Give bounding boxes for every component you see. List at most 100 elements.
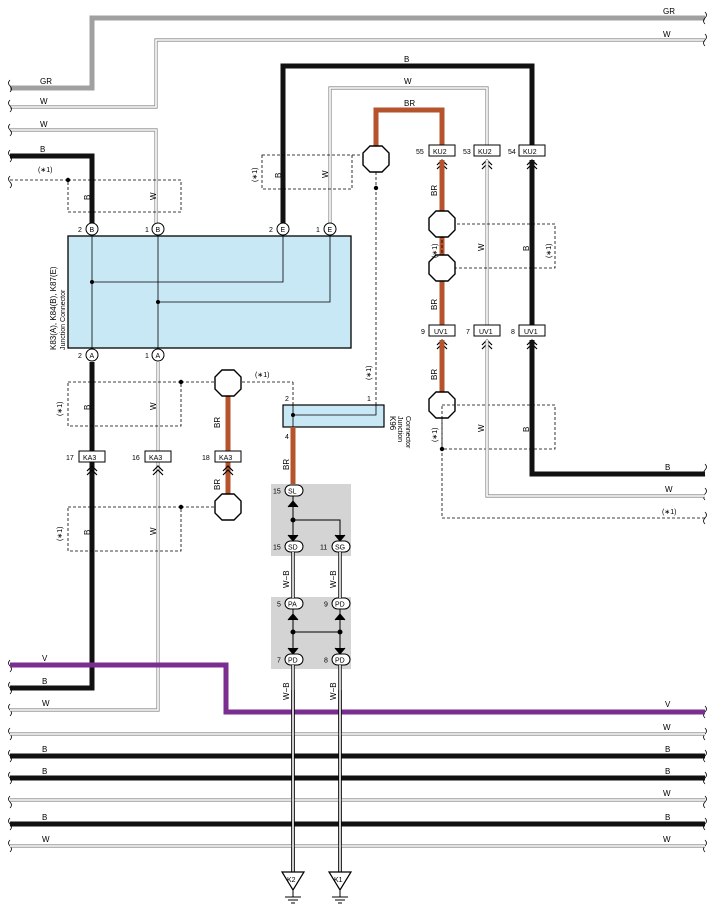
ka3-18-num: 18 [202,455,210,462]
label-br-6: BR [430,369,439,380]
wire-w-uv1-right [485,340,705,498]
label-b-left-2: B [42,677,47,686]
label-br-5: BR [430,299,439,310]
svg-text:B: B [156,227,161,234]
label-b-right-474: B [665,463,670,472]
k96-name: K96 [388,416,397,431]
wire-b-uv1-right [529,340,705,477]
label-star1-i: (∗1) [432,428,439,442]
wire-br-top [373,107,445,148]
shield-box-low-left [67,504,215,552]
label-w-right-top: W [663,30,671,39]
label-br-4: BR [430,185,439,196]
label-b-right-2: B [665,767,670,776]
svg-text:9: 9 [324,602,328,609]
wire-b-jc-down [10,362,95,691]
junction-connector-main [67,228,352,356]
label-w-3: W [149,402,158,410]
ku2-connectors [428,144,546,157]
label-wb-1: W−B [282,570,291,588]
svg-text:PA: PA [288,602,297,609]
shield-box-right-low [439,404,705,519]
svg-text:15: 15 [273,489,281,496]
label-star1-e: (∗1) [255,372,269,379]
label-b-1: B [83,195,92,200]
label-br-1: BR [213,417,222,428]
label-w-left-4: W [42,835,50,844]
ka3-16-code: KA3 [149,455,162,462]
uv1-7-num: 7 [466,329,470,336]
label-v-right: V [665,700,671,709]
svg-text:1: 1 [145,353,149,360]
label-b-4: B [83,530,92,535]
label-gr-right: GR [663,7,675,16]
uv1-9-code: UV1 [434,329,448,336]
ku2-54-num: 54 [508,149,516,156]
wire-w-jc-down [10,362,160,712]
shield-box-top-mid [261,154,362,190]
jc-main-top-pin-2: B 1 [145,222,165,236]
wire-gr-top [10,15,705,91]
label-w-left-2: W [40,120,48,129]
jc-main-sub: Junction Connector [60,289,67,350]
label-b-5: B [522,246,531,251]
svg-text:SG: SG [335,545,345,552]
ku2-55-num: 55 [416,149,424,156]
label-wb-2: W−B [329,570,338,588]
label-star1-h: (∗1) [546,244,553,258]
label-w-1: W [149,192,158,200]
splice-octagon-top [362,145,390,173]
label-w-6: W [477,424,486,432]
wire-w-top-right [328,86,489,228]
ground-block-upper-lines [287,496,346,542]
svg-text:2: 2 [78,227,82,234]
splice-octagon-right-1 [428,210,456,238]
terminal-sg: SG 11 [320,540,351,553]
k96-sub1: Junction [396,416,403,442]
k96-pin-1: 1 [367,396,371,403]
svg-text:1: 1 [145,227,149,234]
svg-text:PD: PD [288,658,298,665]
label-b-left-1: B [40,145,45,154]
label-w-right-2: W [663,789,671,798]
k96-pin-2: 2 [285,396,289,403]
label-wb-3: W−B [282,682,291,700]
uv1-connectors [428,324,546,337]
ka3-17-code: KA3 [83,455,96,462]
dashed-shield-to-k96 [373,172,379,405]
label-star1-a: (∗1) [38,167,52,174]
svg-text:E: E [328,227,333,234]
label-w-4: W [149,527,158,535]
label-b-right-3: B [665,813,670,822]
wire-v-purple [10,662,705,715]
ku2-53-code: KU2 [478,149,492,156]
ku2-54-code: KU2 [523,149,537,156]
svg-text:2: 2 [269,227,273,234]
label-b-left-5: B [42,813,47,822]
label-b-left-4: B [42,767,47,776]
jc-main-bottom-pin-2: A 1 [145,348,165,362]
terminal-sl: SL 15 [273,484,304,497]
svg-text:B: B [90,227,95,234]
ground-symbol-k1: K1 [327,871,353,904]
label-star1-c: (∗1) [57,402,64,416]
label-w-right-3: W [663,835,671,844]
shield-box-right-top [441,223,556,269]
label-star1-b: (∗1) [252,168,259,182]
k96-sub2: Connector [404,416,411,449]
ground-symbol-k2: K2 [280,871,306,904]
svg-text:PD: PD [335,602,345,609]
label-w-top-wire: W [404,77,412,86]
label-br-3: BR [282,459,291,470]
label-br-top-wire: BR [404,99,415,108]
label-star1-right: (∗1) [662,509,676,516]
uv1-9-num: 9 [421,329,425,336]
label-w-left-3: W [42,699,50,708]
svg-text:8: 8 [324,658,328,665]
ka3-16-num: 16 [132,455,140,462]
svg-text:11: 11 [320,545,327,552]
shield-box-top-left [10,177,182,213]
wire-break-marks-left [8,79,12,853]
label-star1-d: (∗1) [57,527,64,541]
